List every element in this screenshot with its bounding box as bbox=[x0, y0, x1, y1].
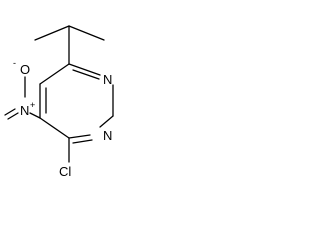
bond-isopropyl-right bbox=[68, 25, 105, 41]
bond-c5-nitro bbox=[29, 112, 41, 119]
bond-isopropyl-left bbox=[34, 25, 70, 41]
nitro-n-charge: + bbox=[30, 100, 35, 110]
bond-c4-c5 bbox=[39, 117, 70, 139]
bond-c6-c-link bbox=[39, 63, 70, 85]
atom-o-nitro-top: O bbox=[20, 62, 30, 77]
bond-n3-c4-double bbox=[72, 139, 93, 144]
bond-n3-c4 bbox=[68, 134, 91, 139]
bonds bbox=[4, 25, 114, 163]
nitro-o-charge: - bbox=[13, 58, 16, 68]
atom-n-nitro: N bbox=[20, 103, 29, 118]
bond-c6-n1 bbox=[68, 63, 101, 76]
bond-c6-n1-double bbox=[72, 69, 100, 80]
bond-nitro-o-left bbox=[7, 112, 19, 120]
atom-labels: N N Cl N + O - bbox=[13, 58, 112, 179]
atom-n-ring-top: N bbox=[103, 72, 112, 87]
molecule-structure: N N Cl N + O - bbox=[4, 25, 114, 179]
bond-nitro-o-left-double bbox=[4, 108, 16, 116]
atom-cl: Cl bbox=[59, 164, 71, 179]
bond-c2-n3 bbox=[99, 115, 114, 128]
atom-n-ring-bottom: N bbox=[103, 128, 112, 143]
